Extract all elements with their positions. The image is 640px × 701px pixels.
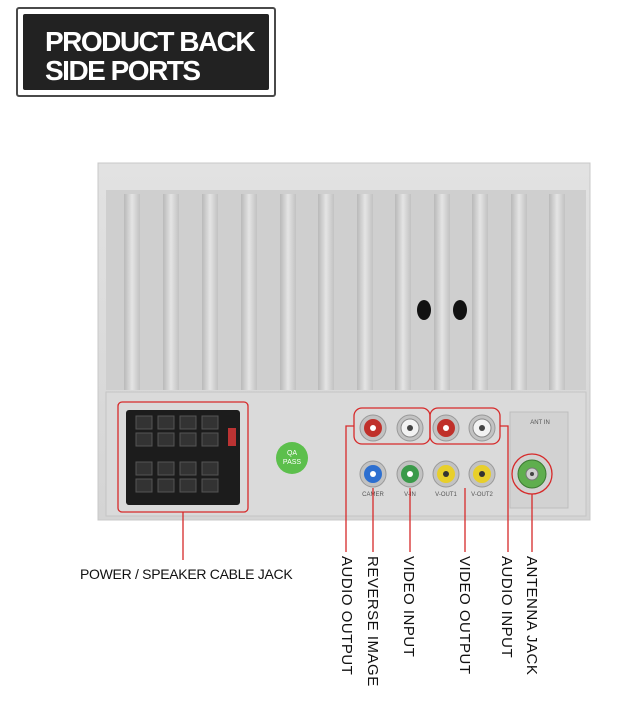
power-connector-pins xyxy=(135,415,219,493)
connector-pin xyxy=(201,478,219,493)
heatsink-fin xyxy=(472,194,488,390)
power-connector-fuse xyxy=(228,428,236,446)
jack-label-video-out1: V-OUT1 xyxy=(435,492,457,498)
title-line-2: SIDE PORTS xyxy=(45,55,201,86)
connector-pin xyxy=(157,461,175,476)
connector-pin xyxy=(135,478,153,493)
heatsink-fin xyxy=(395,194,411,390)
qa-badge-line-1: QA xyxy=(287,450,297,457)
antenna-plate xyxy=(509,411,569,509)
jack-label-antenna: ANT IN xyxy=(530,420,550,426)
rca-camera-in xyxy=(359,460,387,488)
heatsink-fins xyxy=(124,194,565,390)
rca-audio-in-right xyxy=(432,414,460,442)
connector-pin xyxy=(201,461,219,476)
heatsink-fin xyxy=(124,194,140,390)
rca-video-in xyxy=(396,460,424,488)
callout-audio-output: AUDIO OUTPUT xyxy=(338,556,355,676)
connector-pin xyxy=(157,415,175,430)
heatsink-fin xyxy=(511,194,527,390)
heatsink-fin xyxy=(549,194,565,390)
callout-power-speaker: POWER / SPEAKER CABLE JACK xyxy=(80,566,293,582)
callout-reverse-image: REVERSE IMAGE xyxy=(364,556,381,687)
rca-audio-out-left xyxy=(396,414,424,442)
connector-pin xyxy=(201,432,219,447)
callout-lines xyxy=(182,425,533,560)
qa-badge-line-2: PASS xyxy=(283,459,301,466)
connector-pin xyxy=(157,478,175,493)
heatsink-fin xyxy=(202,194,218,390)
heatsink-fin xyxy=(434,194,450,390)
heatsink-fin xyxy=(318,194,334,390)
mount-hole-left xyxy=(417,300,431,320)
heatsink-fin xyxy=(163,194,179,390)
connector-pin xyxy=(179,432,197,447)
title-line-1: PRODUCT BACK xyxy=(45,26,256,57)
connector-pin xyxy=(179,478,197,493)
rca-audio-out-right xyxy=(359,414,387,442)
connector-pin xyxy=(157,432,175,447)
connector-pin xyxy=(179,461,197,476)
connector-pin xyxy=(201,415,219,430)
title-box: PRODUCT BACK SIDE PORTS xyxy=(16,7,276,97)
heatsink-fin xyxy=(241,194,257,390)
qa-pass-badge xyxy=(276,442,308,474)
callout-line-audio-input xyxy=(500,425,509,552)
rca-audio-in-left xyxy=(468,414,496,442)
rca-video-out-1 xyxy=(432,460,460,488)
connector-pin xyxy=(135,432,153,447)
heatsink-fin xyxy=(357,194,373,390)
callout-video-output: VIDEO OUTPUT xyxy=(456,556,473,675)
jack-label-video-out2: V-OUT2 xyxy=(471,492,493,498)
title-banner: PRODUCT BACK SIDE PORTS xyxy=(23,14,269,90)
callout-line-audio-output xyxy=(345,425,354,552)
connector-pin xyxy=(135,415,153,430)
connector-pin xyxy=(179,415,197,430)
callout-audio-input: AUDIO INPUT xyxy=(498,556,515,659)
connector-pin xyxy=(135,461,153,476)
heatsink-area xyxy=(106,190,586,390)
mount-hole-right xyxy=(453,300,467,320)
callout-antenna-jack: ANTENNA JACK xyxy=(523,556,540,676)
rca-video-out-2 xyxy=(468,460,496,488)
callout-video-input: VIDEO INPUT xyxy=(400,556,417,658)
heatsink-fin xyxy=(280,194,296,390)
